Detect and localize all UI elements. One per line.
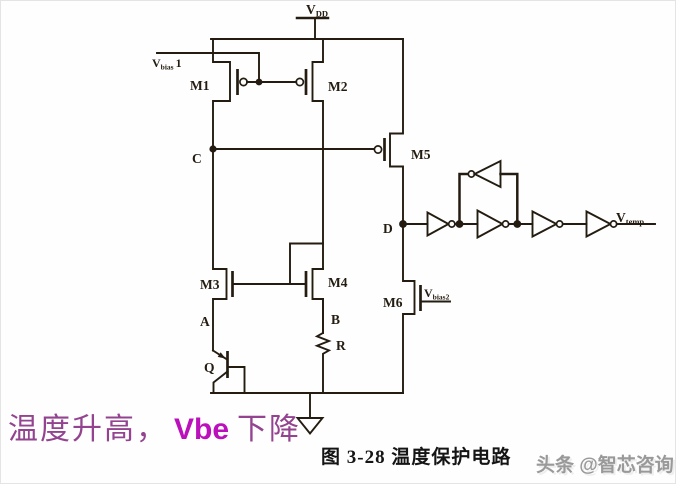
feedback-inverter: [458, 159, 519, 226]
vbias2-label: Vbias2: [424, 286, 450, 302]
pmos-bubble-m2: [295, 77, 305, 87]
inverter-3: [531, 209, 559, 239]
node-c-label: C: [192, 151, 202, 166]
transistor-q: [211, 349, 246, 394]
annotation-vbe: Vbe: [174, 413, 230, 446]
q-base-lead: [226, 366, 246, 394]
m2-label: M2: [328, 79, 348, 94]
pmos-bubble-m1: [239, 77, 248, 87]
inverter-chain: [399, 208, 656, 240]
annotation-temp-rise: 温度升高，: [8, 413, 168, 446]
annotation-drop: 下降: [237, 413, 302, 446]
m5-label: M5: [411, 147, 431, 162]
ground-symbol: [295, 417, 325, 436]
m1-m2-gate-wire: [246, 78, 298, 86]
transistor-m2: [295, 38, 324, 270]
m6-label: M6: [383, 295, 403, 310]
transistor-m6: [402, 223, 451, 394]
junction-dot: [255, 78, 263, 86]
vtemp-label: Vtemp: [616, 210, 644, 227]
m3-label: M3: [200, 277, 220, 292]
transistor-m1: [212, 38, 248, 150]
transistor-m3: [212, 148, 234, 352]
temperature-annotation: 温度升高， Vbe 下降: [8, 404, 301, 448]
m4-label: M4: [328, 275, 348, 290]
vdd-label: VDD: [306, 2, 328, 19]
vdd-terminal: [210, 16, 404, 40]
resistor-r: [314, 298, 332, 394]
node-c-wire: [209, 145, 376, 153]
transistor-m4: [231, 242, 324, 334]
ground: [210, 392, 404, 436]
node-a-label: A: [200, 314, 210, 329]
q-collector: [212, 370, 229, 394]
inverter-1: [426, 210, 451, 238]
pmos-bubble-m5: [373, 145, 383, 154]
vbias1-wire: [156, 52, 260, 83]
node-d-label: D: [383, 221, 393, 236]
q-label: Q: [204, 360, 215, 375]
r-label: R: [336, 338, 346, 353]
emitter-arrow: [217, 352, 226, 359]
node-b-label: B: [331, 312, 340, 327]
watermark: 头条 @智芯咨询: [536, 455, 674, 476]
m4-diode-loop: [289, 242, 324, 285]
m1-label: M1: [190, 78, 210, 93]
inverter-4: [585, 209, 613, 239]
figure-caption: 图 3-28 温度保护电路: [321, 447, 512, 468]
transistor-m5: [373, 38, 404, 225]
inverter-2: [476, 208, 505, 240]
